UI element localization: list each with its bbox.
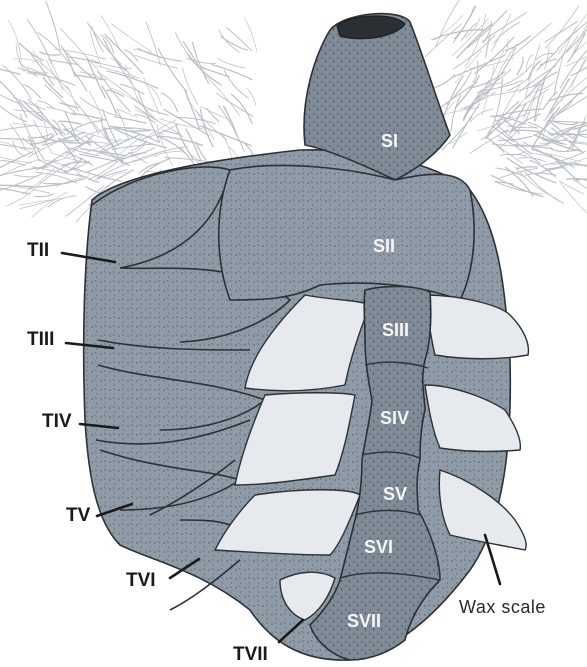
hair-strand — [0, 125, 37, 133]
hair-strand — [106, 71, 158, 89]
hair-strand — [451, 95, 461, 132]
label-siii: SIII — [382, 320, 409, 340]
hair-strand — [560, 183, 587, 219]
label-sii: SII — [373, 236, 395, 256]
hair-strand — [8, 20, 21, 62]
hair-strand — [157, 124, 173, 166]
hair-strand — [224, 70, 249, 99]
hair-strand — [162, 130, 180, 135]
label-svi: SVI — [364, 537, 393, 557]
hair-strand — [46, 1, 60, 51]
hair-strand — [537, 49, 559, 71]
hair-strand — [48, 60, 79, 65]
label-svii: SVII — [347, 611, 381, 631]
label-siv: SIV — [380, 408, 409, 428]
hair-strand — [97, 160, 136, 178]
hair-strand — [28, 50, 54, 85]
hair-strand — [39, 52, 60, 55]
hair-strand — [218, 105, 244, 152]
hair-strand — [183, 68, 199, 105]
hair-strand — [0, 144, 35, 149]
hair-strand — [0, 186, 30, 194]
hair-strand — [107, 90, 124, 96]
segment-sii — [219, 165, 474, 300]
hair-strand — [36, 160, 61, 171]
label-sv: SV — [383, 484, 407, 504]
hair-strand — [37, 60, 70, 92]
hair-strand — [244, 18, 257, 52]
label-tv: TV — [66, 505, 91, 526]
hair-strand — [34, 194, 54, 197]
hair-strand — [496, 168, 526, 177]
hair-strand — [91, 59, 132, 68]
hair-strand — [92, 27, 104, 53]
hair-strand — [123, 130, 150, 131]
hair-strand — [135, 55, 178, 68]
hair-strand — [559, 181, 585, 194]
hair-strand — [175, 32, 194, 63]
hair-strand — [511, 23, 552, 58]
hair-strand — [219, 30, 240, 53]
hair-strand — [490, 69, 512, 85]
hair-strand — [490, 78, 503, 134]
hair-strand — [218, 58, 246, 68]
hair-strand — [27, 19, 52, 64]
label-tiv: TIV — [42, 411, 72, 432]
hair-strand — [436, 0, 462, 46]
hair-strand — [163, 109, 209, 135]
hair-strand — [46, 107, 76, 116]
label-tii: TII — [27, 240, 49, 261]
hair-strand — [537, 168, 566, 175]
label-si: SI — [381, 131, 398, 151]
hair-strand — [517, 57, 523, 76]
hair-strand — [62, 141, 78, 164]
label-tvi: TVI — [126, 570, 156, 591]
hair-strand — [206, 108, 219, 122]
label-wax-scale: Wax scale — [459, 597, 546, 617]
hair-strand — [165, 158, 209, 162]
hair-strand — [146, 22, 161, 66]
hair-strand — [461, 23, 476, 41]
hair-strand — [120, 84, 144, 94]
hair-strand — [525, 171, 564, 203]
hair-strand — [111, 24, 152, 52]
hair-strand — [452, 103, 480, 149]
hair-strand — [247, 89, 255, 106]
hair-strand — [502, 130, 541, 132]
hair-strand — [76, 127, 118, 141]
hair-strand — [125, 65, 137, 100]
hair-strand — [231, 94, 252, 124]
hair-strand — [150, 86, 162, 106]
hair-strand — [23, 85, 41, 99]
hair-strand — [555, 93, 587, 116]
hair-strand — [46, 60, 71, 98]
hair-strand — [211, 64, 252, 80]
hair-strand — [187, 54, 221, 85]
hair-strand — [517, 167, 538, 169]
hair-strand — [111, 88, 153, 112]
hair-strand — [545, 46, 550, 69]
hair-strand — [23, 101, 66, 135]
hair-strand — [2, 65, 31, 100]
label-tiii: TIII — [27, 329, 54, 350]
wax-scale-2 — [425, 295, 528, 359]
hair-strand — [114, 117, 147, 124]
hair-strand — [0, 174, 42, 194]
label-tvii: TVII — [233, 644, 268, 665]
hair-strand — [548, 134, 587, 135]
